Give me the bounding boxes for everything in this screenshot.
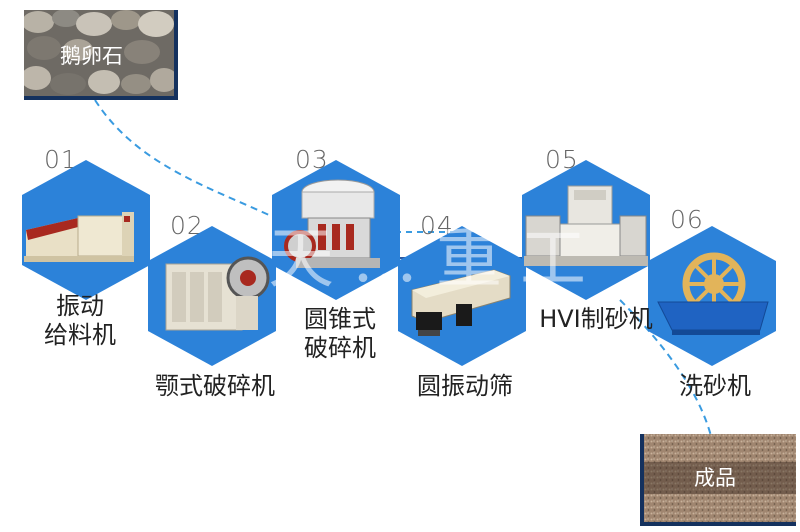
step-1-label-line2: 给料机 <box>44 321 116 349</box>
step-6-label: 洗砂机 <box>660 372 770 401</box>
source-label: 鹅卵石 <box>60 44 123 68</box>
step-4-hexagon <box>398 226 526 366</box>
step-number: 02 <box>170 211 204 240</box>
jaw-crusher-icon <box>165 256 270 331</box>
product-label: 成品 <box>694 466 736 490</box>
flow-line-product <box>619 299 713 441</box>
sand-washer-icon <box>657 252 769 335</box>
step-4-label: 圆振动筛 <box>400 372 530 401</box>
step-1-label-line1: 振动 <box>56 292 104 320</box>
step-2-label: 颚式破碎机 <box>140 372 290 401</box>
step-3-label: 圆锥式 破碎机 <box>280 305 400 363</box>
step-1-hexagon <box>22 160 150 300</box>
step-3-label-line2: 破碎机 <box>304 334 376 362</box>
pebbles-photo: 鹅卵石 <box>24 10 178 100</box>
step-number: 06 <box>670 205 704 234</box>
vibrating-screen-icon <box>411 269 511 336</box>
vibrating-feeder-icon <box>24 212 134 262</box>
sand-photo: 成品 <box>640 434 796 526</box>
cone-crusher-icon <box>284 179 380 268</box>
step-number: 04 <box>420 211 454 240</box>
sand-maker-icon <box>524 185 648 266</box>
step-2-label-line1: 颚式破碎机 <box>155 372 275 400</box>
watermark-text: 天…重工 <box>268 220 604 297</box>
step-number: 01 <box>44 145 78 174</box>
step-5-label: HVI制砂机 <box>526 305 666 334</box>
step-6-label-line1: 洗砂机 <box>679 372 751 400</box>
step-5-label-line1: HVI制砂机 <box>539 305 653 333</box>
step-2-hexagon <box>148 226 276 366</box>
step-4-label-line1: 圆振动筛 <box>417 372 513 400</box>
step-3-label-line1: 圆锥式 <box>304 305 376 333</box>
step-1-label: 振动 给料机 <box>20 292 140 350</box>
step-5-hexagon <box>522 160 650 300</box>
step-3-hexagon <box>272 160 400 300</box>
flow-line-source <box>94 99 291 226</box>
step-6-hexagon <box>648 226 776 366</box>
